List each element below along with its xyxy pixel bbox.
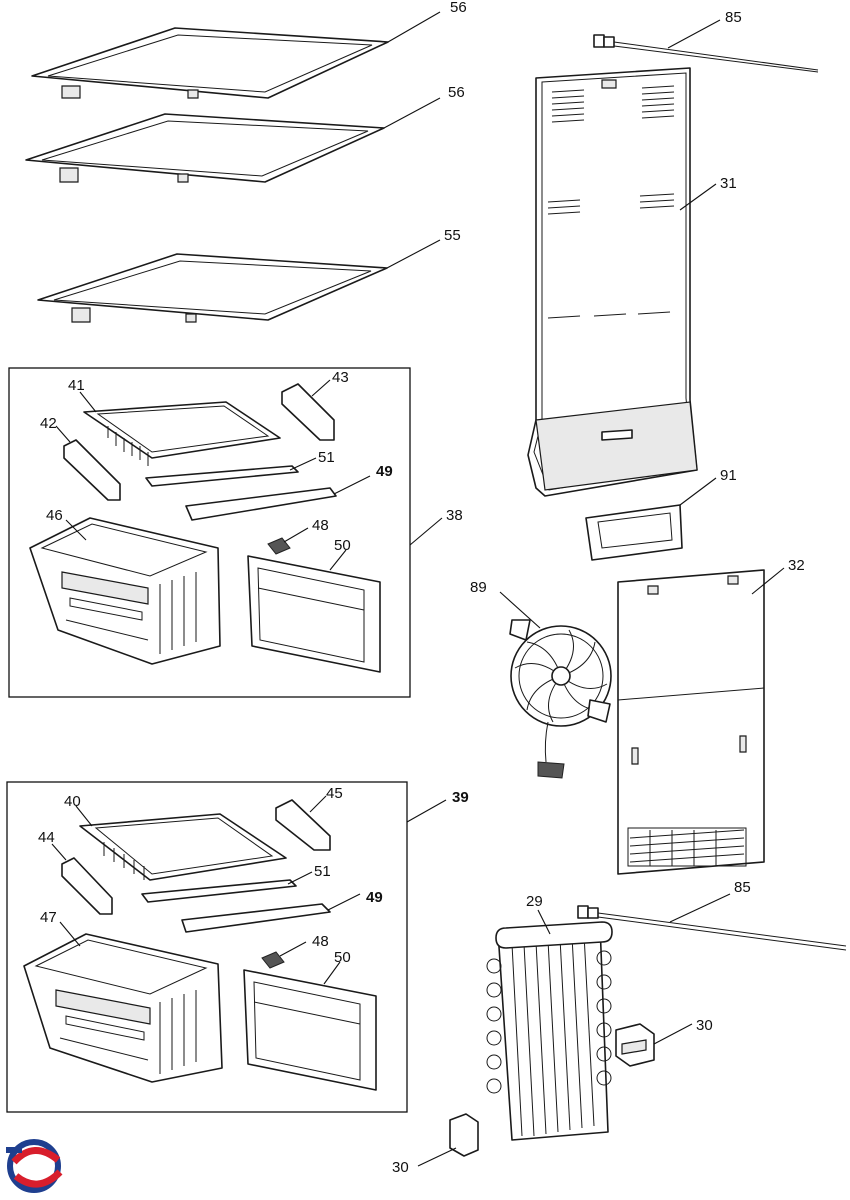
callout-42: 42	[40, 415, 57, 432]
callout-48-lower: 48	[312, 933, 329, 950]
rear-panel-31	[527, 67, 698, 497]
block-30-right	[615, 1023, 655, 1067]
front-trim-49-lower	[181, 903, 331, 933]
trim-strip-51-lower	[141, 879, 297, 903]
evaporator-29	[486, 921, 613, 1141]
callout-89: 89	[470, 579, 487, 596]
callout-38: 38	[446, 507, 463, 524]
callout-46: 46	[46, 507, 63, 524]
rail-43	[281, 383, 335, 441]
callout-85-top: 85	[725, 9, 742, 26]
shelf-frame-41	[83, 401, 281, 466]
glass-shelf-56-top	[31, 27, 389, 99]
crisper-drawer-46	[29, 517, 221, 665]
callout-32: 32	[788, 557, 805, 574]
sensor-85-top	[593, 34, 819, 73]
callout-30-right: 30	[696, 1017, 713, 1034]
shelf-frame-40	[79, 813, 287, 881]
callout-56-top: 56	[450, 0, 467, 16]
panel-cover-32	[617, 569, 765, 875]
callout-55: 55	[444, 227, 461, 244]
callout-85-lower: 85	[734, 879, 751, 896]
front-trim-49-upper	[185, 487, 337, 521]
callout-47: 47	[40, 909, 57, 926]
callout-49-lower: 49	[366, 889, 383, 906]
callout-29: 29	[526, 893, 543, 910]
callout-31: 31	[720, 175, 737, 192]
glass-shelf-56-middle	[25, 113, 385, 183]
brand-swirl-icon	[6, 1139, 63, 1193]
callout-30-left: 30	[392, 1159, 409, 1176]
callout-49-upper: 49	[376, 463, 393, 480]
callout-41: 41	[68, 377, 85, 394]
kit-box-39	[6, 781, 408, 1113]
callout-50-upper: 50	[334, 537, 351, 554]
callout-39: 39	[452, 789, 469, 806]
callout-51-upper: 51	[318, 449, 335, 466]
callout-51-lower: 51	[314, 863, 331, 880]
callout-91: 91	[720, 467, 737, 484]
sensor-85-lower	[577, 905, 847, 951]
callout-44: 44	[38, 829, 55, 846]
bracket-91	[585, 504, 683, 561]
callout-56-middle: 56	[448, 84, 465, 101]
rail-42	[63, 439, 121, 501]
callout-43: 43	[332, 369, 349, 386]
glass-shelf-55	[37, 253, 388, 323]
callout-45: 45	[326, 785, 343, 802]
kit-box-38	[8, 367, 411, 698]
callout-50-lower: 50	[334, 949, 351, 966]
block-30-left	[449, 1113, 479, 1157]
rail-44	[61, 857, 113, 915]
clip-48-lower	[261, 951, 285, 969]
rail-45	[275, 799, 331, 851]
callout-40: 40	[64, 793, 81, 810]
callout-48-upper: 48	[312, 517, 329, 534]
fan-motor-89	[509, 619, 612, 779]
drawer-front-50-upper	[247, 555, 381, 673]
crisper-drawer-47	[23, 933, 223, 1083]
drawer-front-50-lower	[243, 969, 377, 1091]
trim-strip-51-upper	[145, 465, 299, 487]
